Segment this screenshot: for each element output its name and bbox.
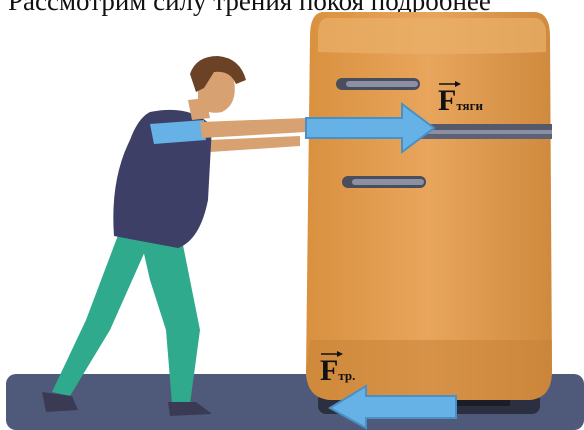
person	[42, 56, 306, 416]
force-subscript: тяги	[456, 98, 483, 113]
friction-force-label: Fтр.	[320, 354, 355, 388]
vector-arrow-icon	[320, 350, 344, 358]
vector-arrow-icon	[438, 80, 462, 88]
traction-force-label: Fтяги	[438, 84, 483, 118]
force-subscript: тр.	[338, 368, 355, 383]
fridge	[306, 12, 552, 400]
force-symbol: F	[320, 354, 338, 387]
force-symbol: F	[438, 84, 456, 117]
